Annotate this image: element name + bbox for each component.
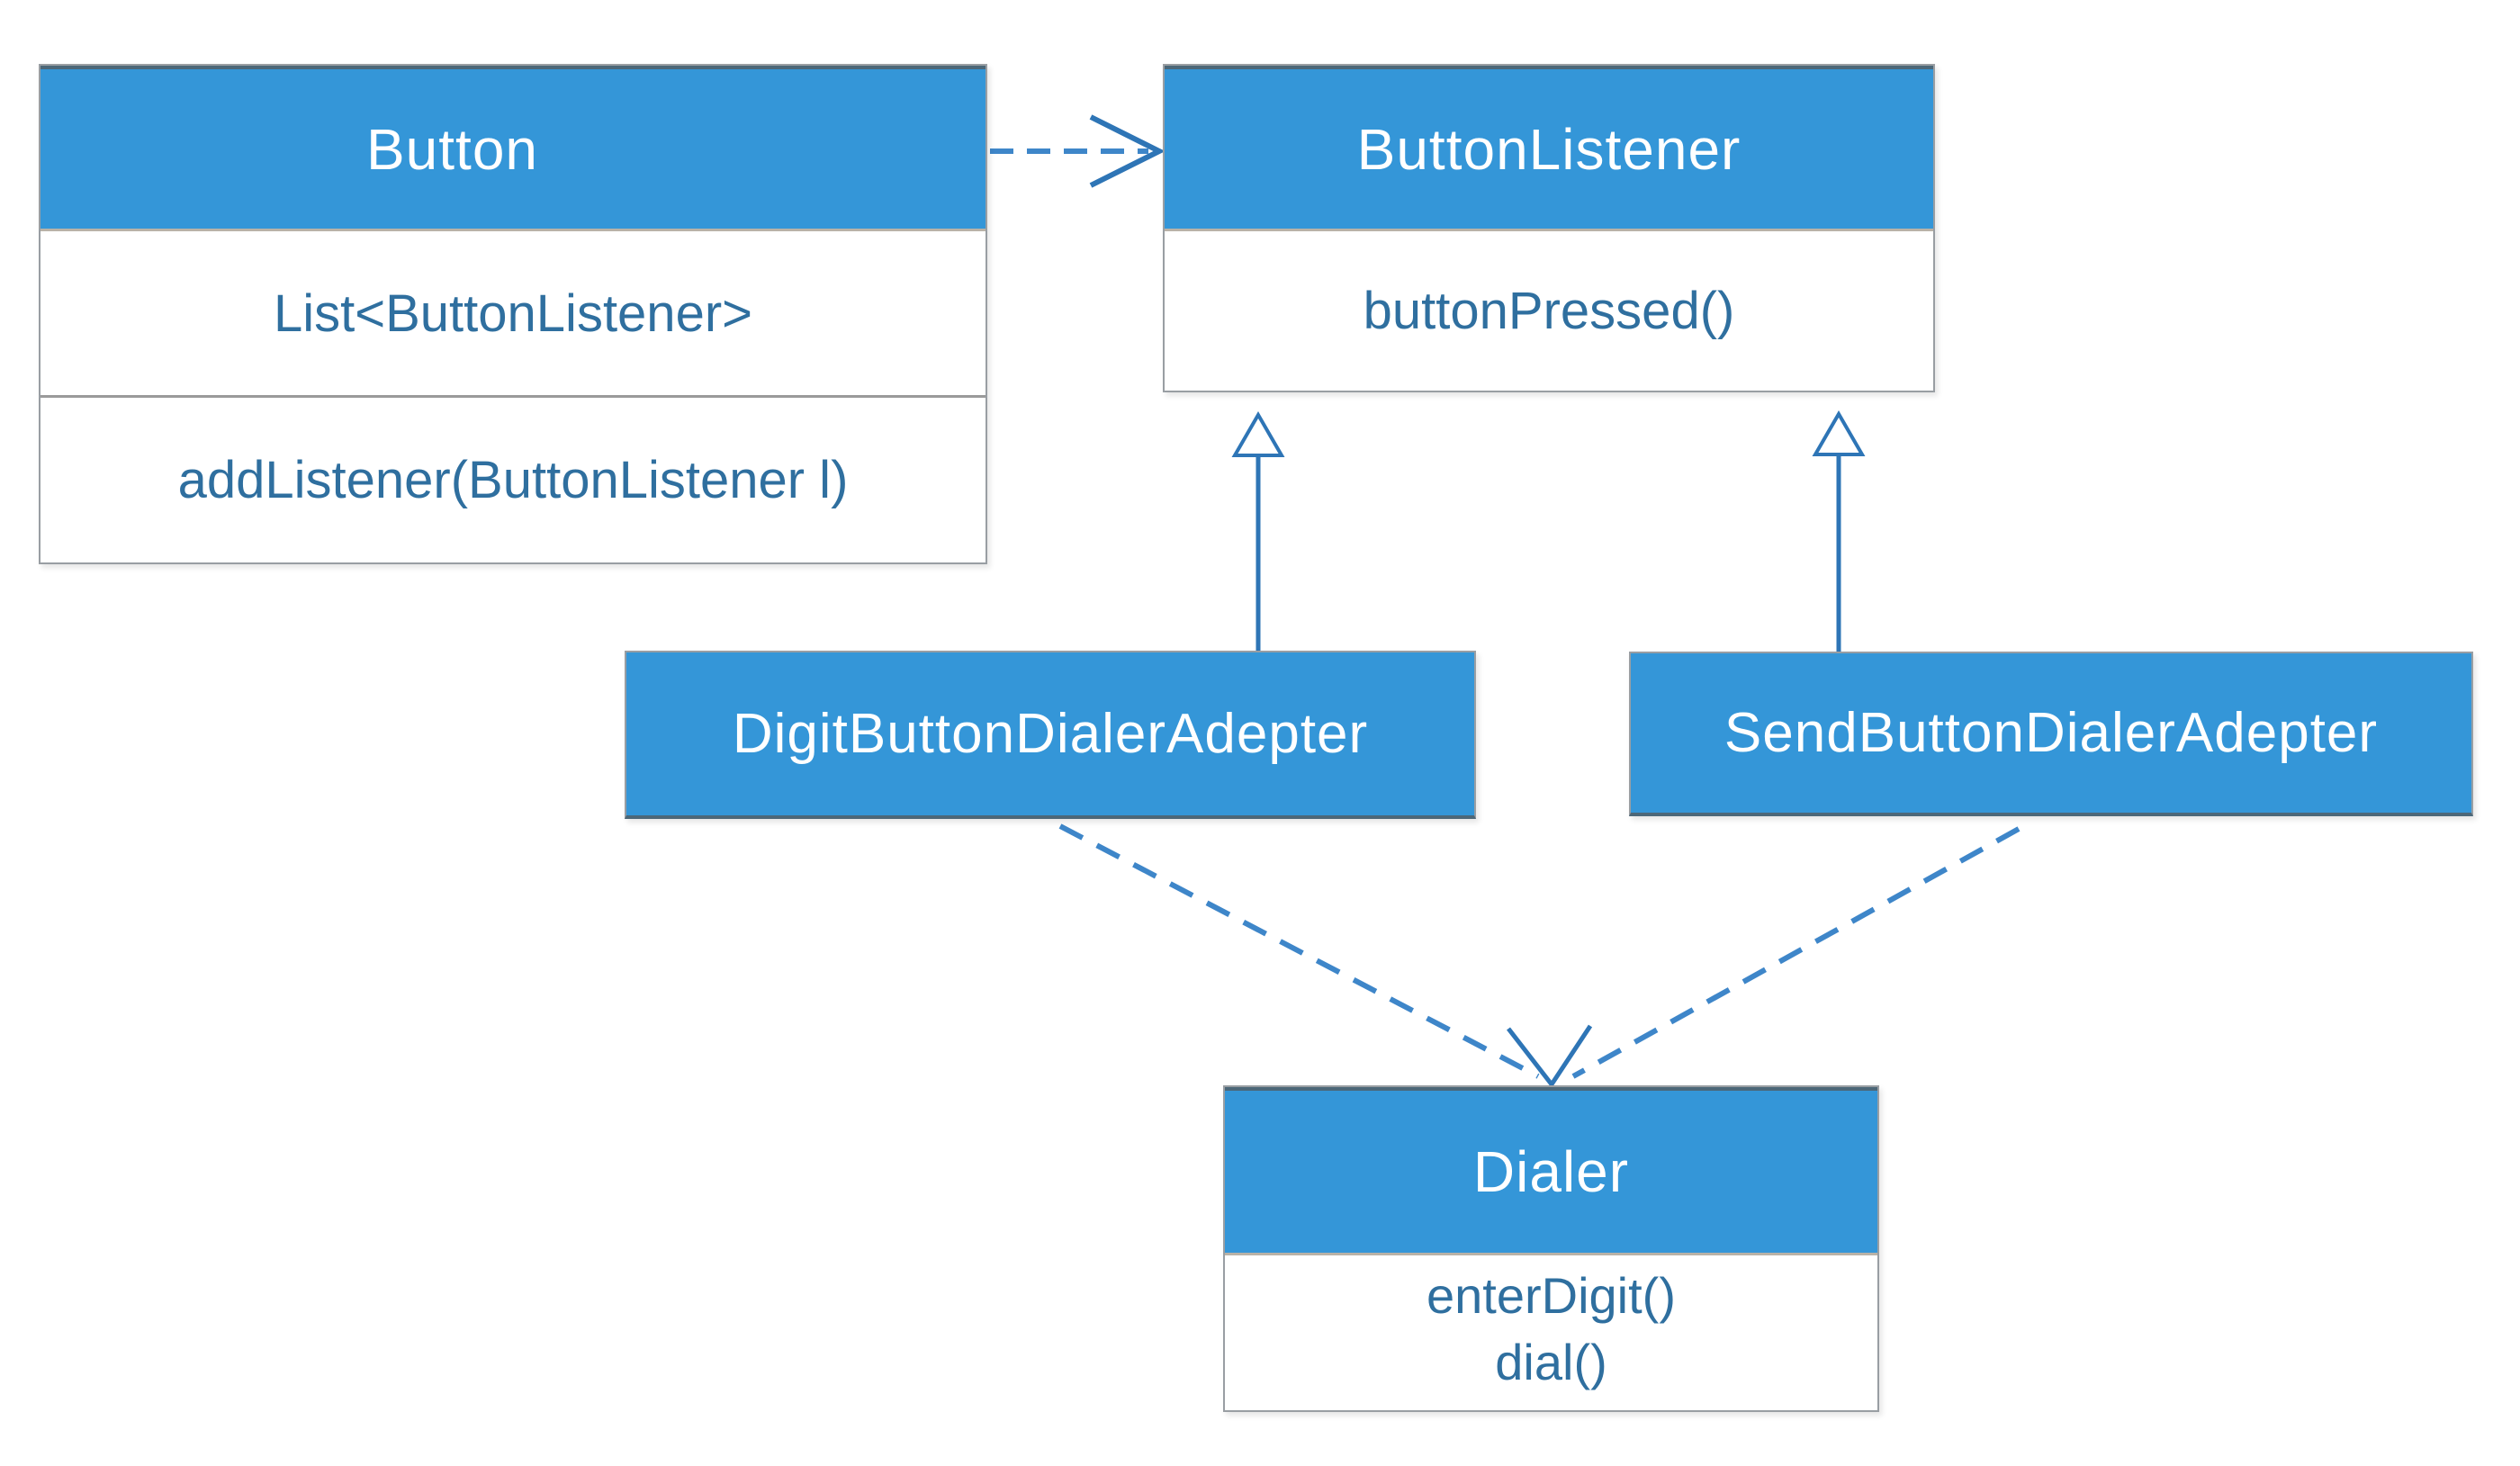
- class-title-dialer: Dialer: [1225, 1087, 1877, 1253]
- class-attribute-listener-list: List<ButtonListener>: [40, 229, 986, 395]
- class-box-dialer: Dialer enterDigit() dial(): [1223, 1085, 1879, 1412]
- dependency-arrow-button-to-buttonlistener: [990, 114, 1166, 188]
- class-box-button: Button List<ButtonListener> addListener(…: [39, 64, 987, 564]
- class-method-addlistener: addListener(ButtonListener l): [40, 395, 986, 562]
- dialer-methods-section: enterDigit() dial(): [1225, 1253, 1877, 1410]
- dependency-arrow-digitadapter-to-dialer: [1058, 823, 1540, 1079]
- class-title-sendbuttondialeradepter: SendButtonDialerAdepter: [1724, 702, 2379, 764]
- class-box-buttonlistener: ButtonListener buttonPressed(): [1163, 64, 1935, 392]
- dependency-arrowhead-dialer: [1507, 1024, 1593, 1089]
- class-title-buttonlistener: ButtonListener: [1165, 66, 1933, 229]
- class-box-digitbuttondialeradepter: DigitButtonDialerAdepter: [625, 651, 1476, 819]
- class-box-sendbuttondialeradepter: SendButtonDialerAdepter: [1629, 652, 2473, 816]
- class-method-dial: dial(): [1495, 1334, 1607, 1390]
- class-title-button: Button: [40, 66, 986, 229]
- dependency-arrow-sendadapter-to-dialer: [1571, 826, 2020, 1079]
- generalization-arrow-digitadapter-to-buttonlistener: [1231, 411, 1285, 651]
- generalization-arrow-sendadapter-to-buttonlistener: [1812, 410, 1866, 652]
- class-title-digitbuttondialeradepter: DigitButtonDialerAdepter: [732, 703, 1369, 765]
- class-method-buttonpressed: buttonPressed(): [1165, 229, 1933, 391]
- class-method-enterdigit: enterDigit(): [1426, 1267, 1676, 1324]
